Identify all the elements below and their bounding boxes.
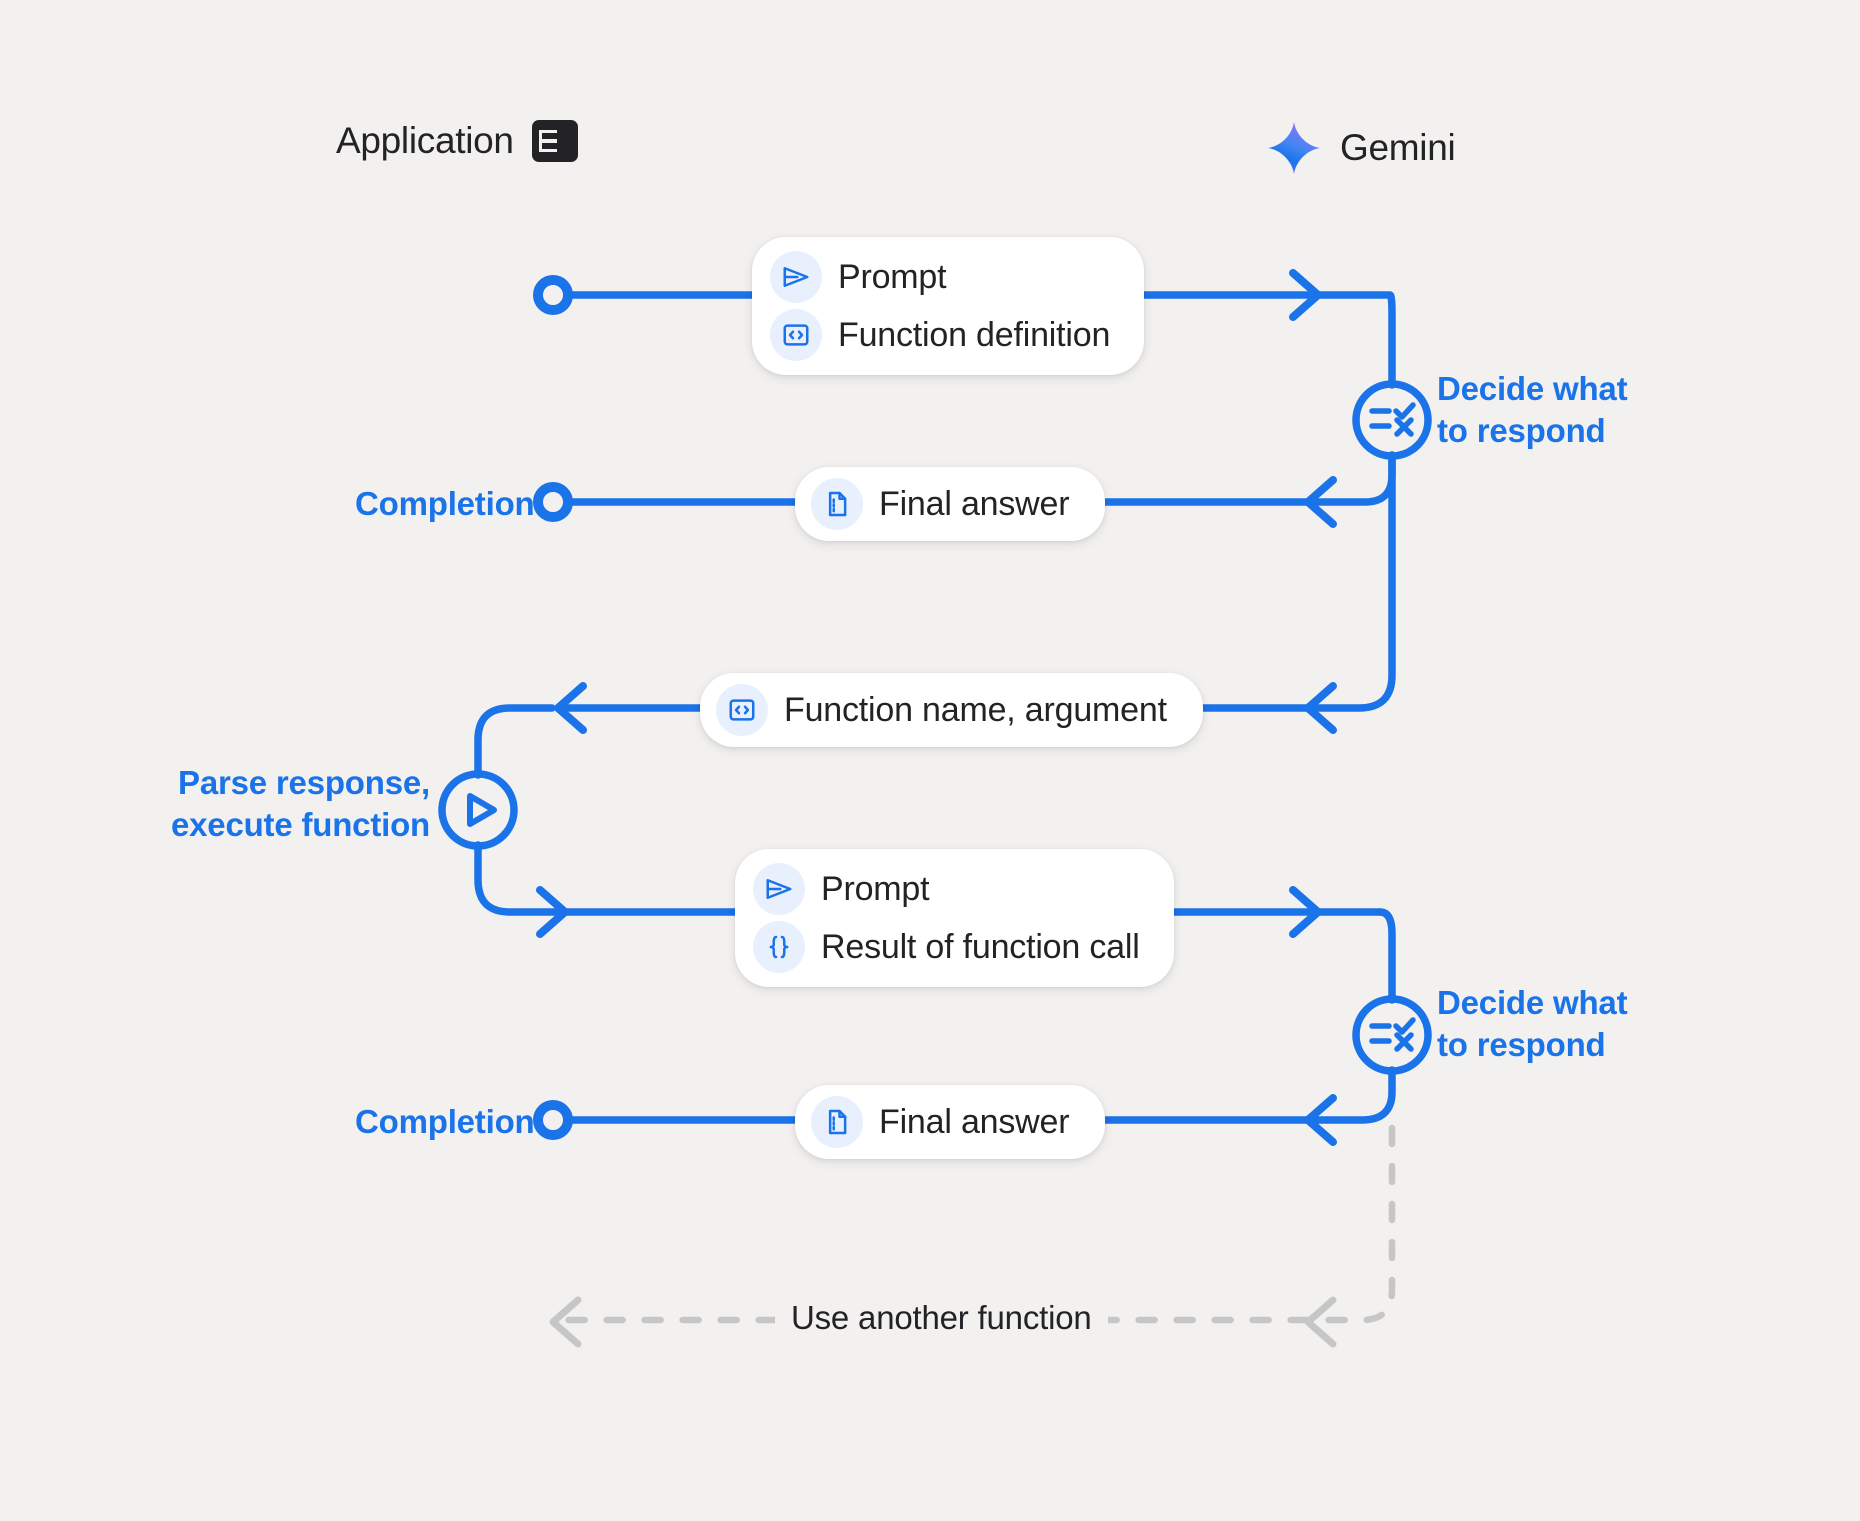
- code-brackets-icon: [716, 684, 768, 736]
- card-label: Result of function call: [821, 927, 1140, 966]
- card-row: Function name, argument: [716, 684, 1167, 736]
- annotation-loop-label: Use another function: [775, 1299, 1108, 1337]
- wire-request-2: [1289, 886, 1396, 1004]
- wire-function-call: [554, 451, 1396, 734]
- lane-label-gemini: Gemini: [1340, 127, 1456, 168]
- code-brackets-icon: [770, 309, 822, 361]
- message-card-final-answer-1[interactable]: Final answer: [795, 467, 1106, 541]
- card-label: Final answer: [879, 484, 1070, 523]
- lane-header-gemini: Gemini: [1266, 120, 1456, 176]
- card-label: Final answer: [879, 1102, 1070, 1141]
- wire-request-1: [533, 269, 1396, 389]
- wire-final-answer-2: [533, 1066, 1396, 1146]
- checklist-decide-icon: [1369, 1017, 1416, 1052]
- card-label: Function definition: [838, 315, 1111, 354]
- application-window-icon: [531, 120, 578, 162]
- send-icon: [770, 251, 822, 303]
- node-parse-execute: [438, 770, 518, 850]
- node-decide-2: [1352, 995, 1432, 1075]
- card-row: Result of function call: [753, 921, 1140, 973]
- message-card-request-2[interactable]: Prompt Result of function call: [735, 849, 1174, 987]
- wire-loop-back: [549, 1124, 1396, 1348]
- annotation-parse-execute: Parse response, execute function: [170, 764, 430, 843]
- annotation-completion-2: Completion: [355, 1103, 535, 1140]
- card-row: Prompt: [753, 863, 1140, 915]
- card-row: Final answer: [811, 478, 1070, 530]
- card-row: Final answer: [811, 1096, 1070, 1148]
- curly-braces-icon: [753, 921, 805, 973]
- lane-header-application: Application: [336, 120, 578, 162]
- annotation-decide-2: Decide what to respond: [1437, 984, 1628, 1063]
- document-icon: [811, 1096, 863, 1148]
- node-decide-1: [1352, 380, 1432, 460]
- message-card-function-call[interactable]: Function name, argument: [700, 673, 1203, 747]
- document-icon: [811, 478, 863, 530]
- card-label: Prompt: [821, 869, 930, 908]
- card-label: Prompt: [838, 257, 947, 296]
- annotation-decide-1: Decide what to respond: [1437, 370, 1628, 449]
- send-icon: [753, 863, 805, 915]
- wire-parse-execute: [474, 704, 1384, 938]
- play-icon: [467, 793, 497, 827]
- message-card-final-answer-2[interactable]: Final answer: [795, 1085, 1106, 1159]
- message-card-request-1[interactable]: Prompt Function definition: [752, 237, 1145, 375]
- lane-label-application: Application: [336, 120, 514, 161]
- gemini-sparkle-icon: [1268, 122, 1320, 174]
- card-label: Function name, argument: [784, 690, 1167, 729]
- card-row: Function definition: [770, 309, 1110, 361]
- card-row: Prompt: [770, 251, 1110, 303]
- annotation-completion-1: Completion: [355, 485, 535, 522]
- checklist-decide-icon: [1369, 402, 1416, 437]
